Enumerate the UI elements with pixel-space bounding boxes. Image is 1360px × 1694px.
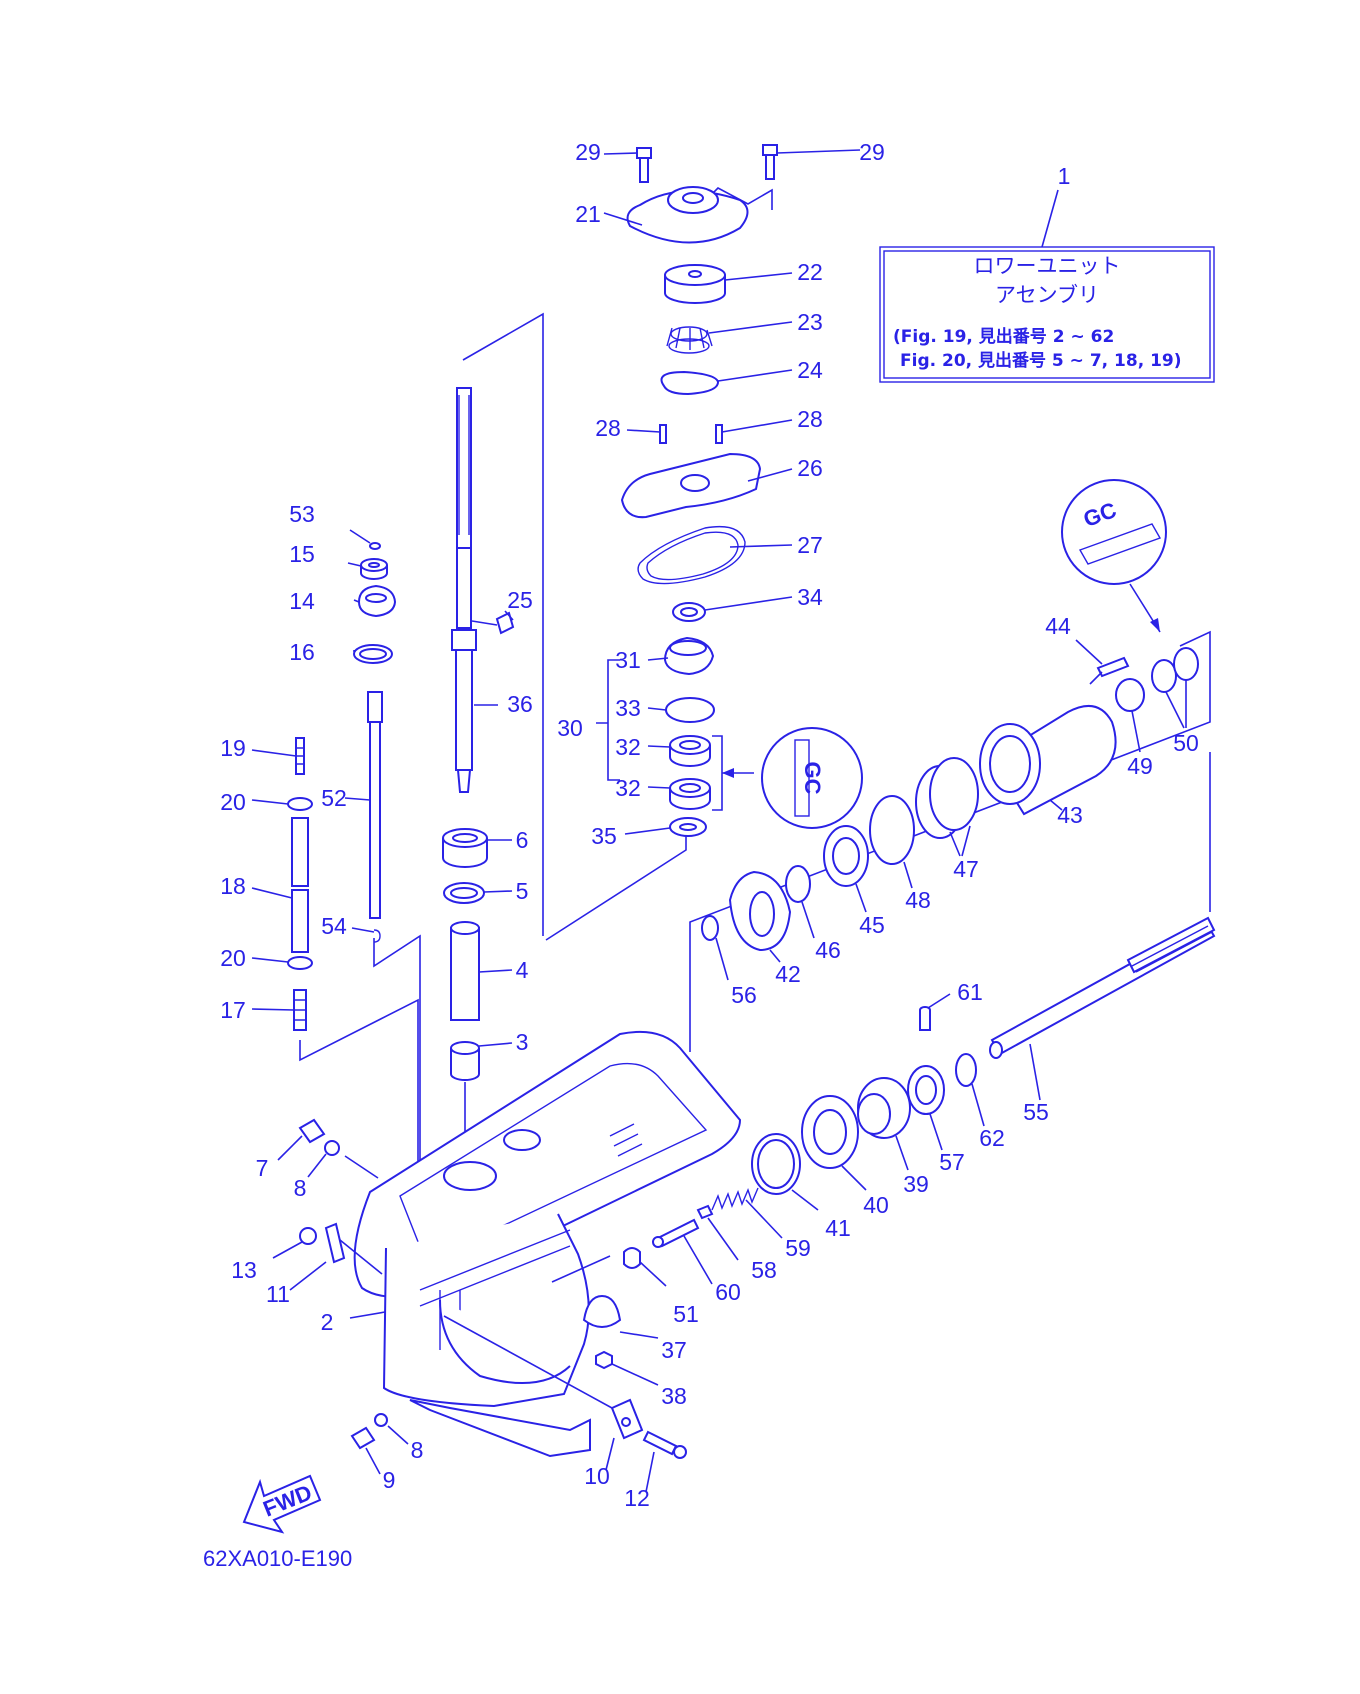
callout-44: 44 [1045,613,1071,639]
housing-fasteners [272,1118,687,1493]
callout-22: 22 [797,259,823,285]
callout-47: 47 [953,856,979,882]
callout-56: 56 [731,982,757,1008]
lower-case-housing [349,1030,742,1458]
callout-36: 36 [507,691,533,717]
assembly-reference-box: ロワーユニット アセンブリ (Fig. 19, 見出番号 2 ~ 62 Fig.… [879,189,1215,383]
callout-28: 28 [797,406,823,432]
fwd-direction-arrow: FWD [242,1474,322,1534]
callout-7: 7 [256,1155,269,1181]
callout-48: 48 [905,887,931,913]
callout-32: 32 [615,734,641,760]
callout-16: 16 [289,639,315,665]
callout-10: 10 [584,1463,610,1489]
callout-20: 20 [220,789,246,815]
water-pump-parts: GC [545,144,863,941]
drive-shaft-parts [251,312,544,1200]
callout-46: 46 [815,937,841,963]
callout-26: 26 [797,455,823,481]
callout-45: 45 [859,912,885,938]
callout-15: 15 [289,541,315,567]
callout-58: 58 [751,1257,777,1283]
assembly-title-line1: ロワーユニット [974,254,1121,278]
callout-12: 12 [624,1485,650,1511]
callout-19: 19 [220,735,246,761]
callout-60: 60 [715,1279,741,1305]
callout-49: 49 [1127,753,1153,779]
callout-18: 18 [220,873,246,899]
callout-34: 34 [797,584,823,610]
callout-55: 55 [1023,1099,1049,1125]
callout-37: 37 [661,1337,687,1363]
callout-41: 41 [825,1215,851,1241]
propeller-shaft-parts: GC [689,479,1216,1211]
assembly-ref-line1: (Fig. 19, 見出番号 2 ~ 62 [893,326,1114,347]
callout-13: 13 [231,1257,257,1283]
shift-parts [551,1187,783,1386]
callout-9: 9 [383,1467,396,1493]
callout-17: 17 [220,997,246,1023]
assembly-title-line2: アセンブリ [995,283,1099,307]
callout-1: 1 [1058,163,1071,189]
callout-54: 54 [321,913,347,939]
callout-14: 14 [289,588,315,614]
callout-8: 8 [411,1437,424,1463]
callout-51: 51 [673,1301,699,1327]
callout-21: 21 [575,201,601,227]
callout-4: 4 [516,957,529,983]
gc-badge-seal-text: GC [800,762,825,795]
callout-62: 62 [979,1125,1005,1151]
callout-29: 29 [859,139,885,165]
callout-61: 61 [957,979,983,1005]
callout-39: 39 [903,1171,929,1197]
callout-29: 29 [575,139,601,165]
callout-24: 24 [797,357,823,383]
callout-57: 57 [939,1149,965,1175]
callout-38: 38 [661,1383,687,1409]
callout-33: 33 [615,695,641,721]
callout-35: 35 [591,823,617,849]
callout-8: 8 [294,1175,307,1201]
callout-6: 6 [516,827,529,853]
assembly-ref-line2: Fig. 20, 見出番号 5 ~ 7, 18, 19) [900,350,1182,371]
callout-52: 52 [321,785,347,811]
figure-code: 62XA010-E190 [203,1546,352,1571]
callout-50: 50 [1173,730,1199,756]
callout-3: 3 [516,1029,529,1055]
callout-42: 42 [775,961,801,987]
callout-32: 32 [615,775,641,801]
callout-23: 23 [797,309,823,335]
callout-31: 31 [615,647,641,673]
callout-30: 30 [557,715,583,741]
callout-5: 5 [516,878,529,904]
callout-labels: 1 29 29 21 22 23 24 28 28 26 27 34 31 33… [220,139,1199,1511]
callout-59: 59 [785,1235,811,1261]
callout-11: 11 [266,1281,290,1307]
callout-25: 25 [507,587,533,613]
callout-53: 53 [289,501,315,527]
callout-27: 27 [797,532,823,558]
callout-2: 2 [321,1309,334,1335]
callout-43: 43 [1057,802,1083,828]
callout-28: 28 [595,415,621,441]
callout-40: 40 [863,1192,889,1218]
callout-20: 20 [220,945,246,971]
